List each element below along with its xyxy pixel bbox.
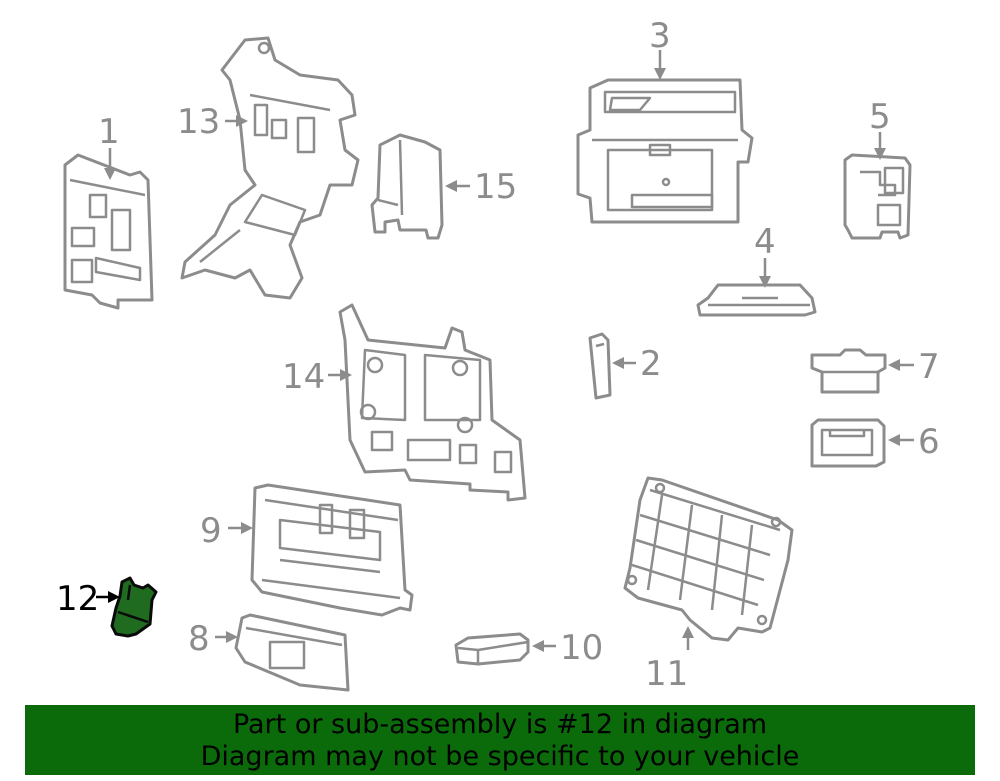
arrow-3 bbox=[654, 68, 666, 80]
callout-9: 9 bbox=[200, 511, 222, 551]
callout-12: 12 bbox=[56, 579, 99, 619]
part-10[interactable] bbox=[454, 632, 530, 666]
callout-2: 2 bbox=[640, 344, 662, 384]
part-3[interactable] bbox=[576, 78, 754, 224]
arrow-13 bbox=[236, 115, 248, 127]
arrow-9 bbox=[241, 522, 253, 534]
part-6[interactable] bbox=[810, 418, 886, 468]
part-9[interactable] bbox=[250, 483, 414, 617]
arrow-2 bbox=[612, 357, 624, 369]
callout-15: 15 bbox=[474, 167, 517, 207]
arrow-12 bbox=[108, 591, 120, 603]
callout-5: 5 bbox=[869, 97, 891, 137]
arrow-11 bbox=[682, 626, 694, 638]
part-7[interactable] bbox=[810, 348, 887, 394]
part-11[interactable] bbox=[623, 476, 794, 642]
callout-1: 1 bbox=[98, 112, 120, 152]
callout-11: 11 bbox=[645, 654, 688, 694]
banner-line-1: Part or sub-assembly is #12 in diagram bbox=[232, 709, 768, 740]
part-13[interactable] bbox=[180, 36, 360, 300]
part-2[interactable] bbox=[588, 332, 612, 400]
arrow-14 bbox=[340, 369, 352, 381]
callout-6: 6 bbox=[918, 422, 940, 462]
part-8[interactable] bbox=[234, 613, 350, 692]
part-1[interactable] bbox=[63, 153, 154, 310]
arrow-1 bbox=[104, 168, 116, 180]
part-4[interactable] bbox=[696, 283, 817, 317]
part-5[interactable] bbox=[843, 153, 912, 240]
arrow-5 bbox=[874, 148, 886, 160]
callout-8: 8 bbox=[188, 619, 210, 659]
parts-diagram: 1 13 15 3 5 bbox=[56, 16, 940, 694]
banner-line-2: Diagram may not be specific to your vehi… bbox=[200, 741, 800, 772]
arrow-15 bbox=[445, 180, 457, 192]
callout-14: 14 bbox=[282, 357, 325, 397]
callout-7: 7 bbox=[918, 347, 940, 387]
arrow-10 bbox=[532, 640, 544, 652]
part-15[interactable] bbox=[370, 133, 444, 240]
callout-13: 13 bbox=[177, 102, 220, 142]
notice-banner: Part or sub-assembly is #12 in diagram D… bbox=[25, 705, 975, 775]
callout-10: 10 bbox=[560, 628, 603, 668]
arrow-8 bbox=[226, 631, 238, 643]
callout-4: 4 bbox=[754, 222, 776, 262]
arrow-6 bbox=[888, 434, 900, 446]
part-12-highlighted[interactable] bbox=[110, 576, 158, 638]
callout-3: 3 bbox=[649, 16, 671, 56]
arrow-4 bbox=[759, 276, 771, 288]
part-14[interactable] bbox=[338, 303, 527, 502]
arrow-7 bbox=[888, 359, 900, 371]
